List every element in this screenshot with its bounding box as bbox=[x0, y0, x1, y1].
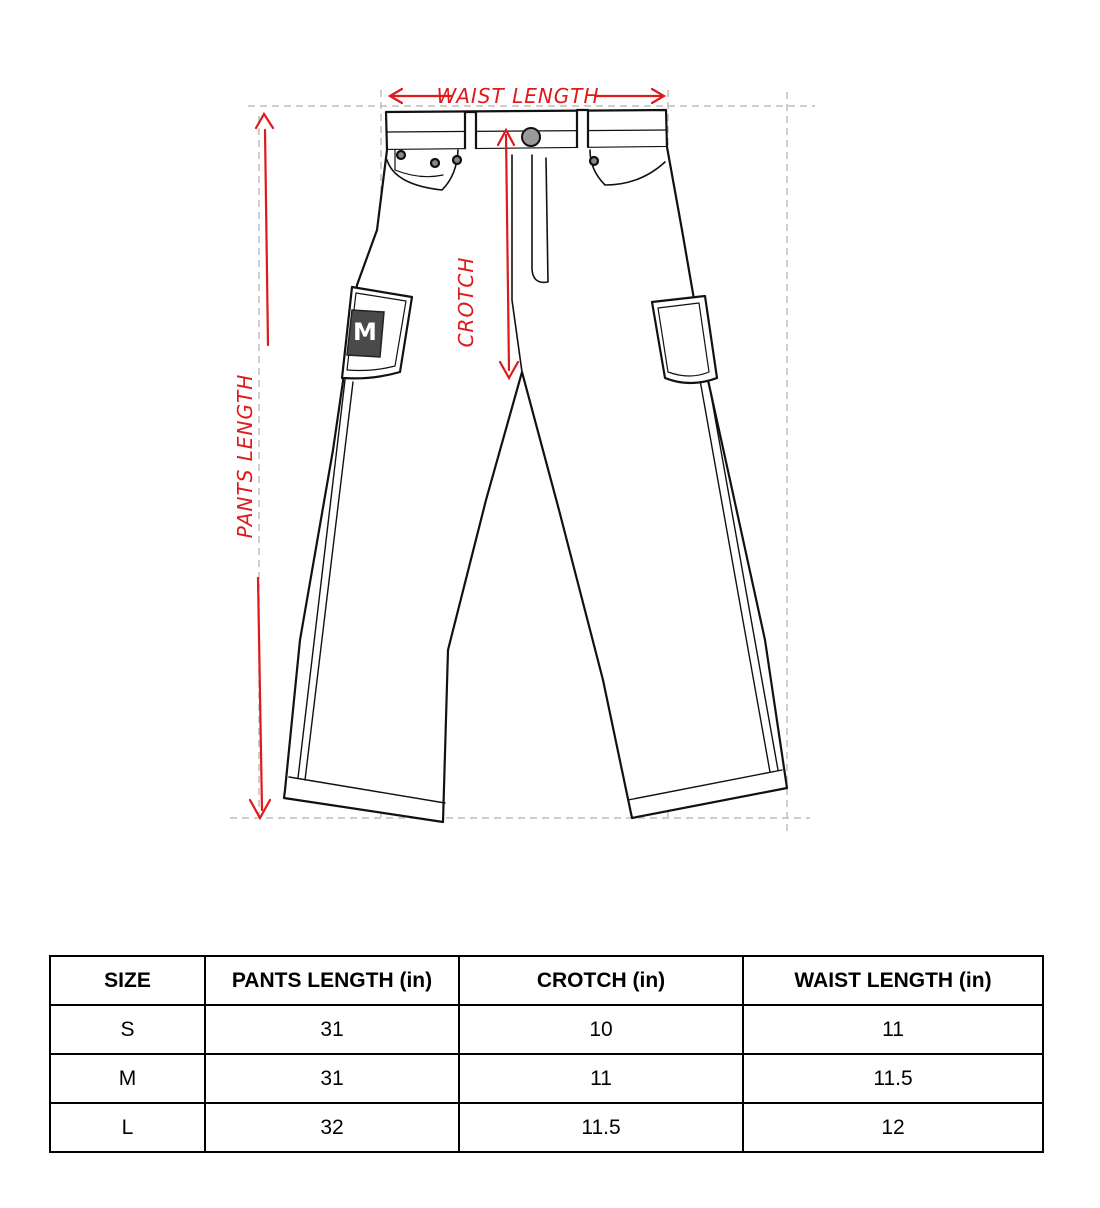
button bbox=[521, 127, 541, 147]
cell-crotch: 11 bbox=[458, 1053, 744, 1104]
measure-lines bbox=[248, 87, 667, 821]
crotch-label: CROTCH bbox=[454, 257, 478, 348]
header-size: SIZE bbox=[49, 955, 206, 1006]
cell-size: S bbox=[49, 1004, 206, 1055]
pants-measurement-diagram: M WAIST LENGTH CROTCH PANTS LENGTH bbox=[230, 84, 815, 835]
table-row: M 31 11 11.5 bbox=[49, 1053, 1044, 1104]
header-waist-length: WAIST LENGTH (in) bbox=[742, 955, 1044, 1006]
size-chart-table: SIZE PANTS LENGTH (in) CROTCH (in) WAIST… bbox=[49, 955, 1044, 1153]
cell-waist-length: 11.5 bbox=[742, 1053, 1044, 1104]
cell-waist-length: 12 bbox=[742, 1102, 1044, 1153]
cell-size: L bbox=[49, 1102, 206, 1153]
cell-pants-length: 32 bbox=[204, 1102, 460, 1153]
pants-outline bbox=[282, 108, 789, 824]
header-pants-length: PANTS LENGTH (in) bbox=[204, 955, 460, 1006]
cell-waist-length: 11 bbox=[742, 1004, 1044, 1055]
header-crotch: CROTCH (in) bbox=[458, 955, 744, 1006]
pants-length-label: PANTS LENGTH bbox=[233, 374, 257, 538]
cell-pants-length: 31 bbox=[204, 1053, 460, 1104]
table-row: L 32 11.5 12 bbox=[49, 1102, 1044, 1153]
waist-length-label: WAIST LENGTH bbox=[436, 84, 599, 108]
cell-size: M bbox=[49, 1053, 206, 1104]
cell-crotch: 11.5 bbox=[458, 1102, 744, 1153]
cell-pants-length: 31 bbox=[204, 1004, 460, 1055]
table-header-row: SIZE PANTS LENGTH (in) CROTCH (in) WAIST… bbox=[49, 955, 1044, 1006]
cell-crotch: 10 bbox=[458, 1004, 744, 1055]
brand-logo-letter: M bbox=[353, 318, 377, 346]
table-row: S 31 10 11 bbox=[49, 1004, 1044, 1055]
brand-logo-patch: M bbox=[346, 309, 385, 358]
